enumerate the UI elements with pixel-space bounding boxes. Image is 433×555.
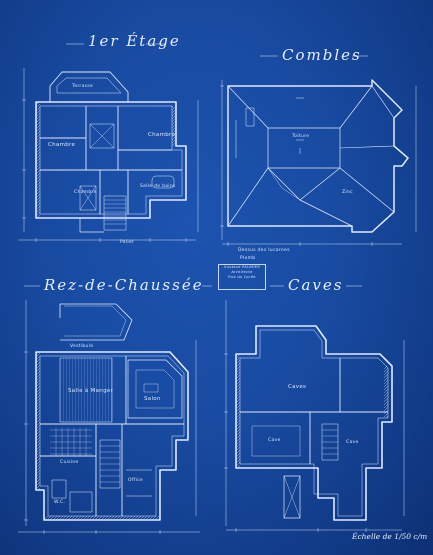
title-flourishes (24, 43, 368, 287)
label-chambre-2: Chambre (148, 132, 176, 138)
label-zinc: Zinc (342, 190, 353, 195)
scale-note: Échelle de 1/50 c/m (352, 532, 428, 541)
plan-premier-etage (18, 68, 199, 242)
label-cave-1: Caves (288, 384, 307, 390)
architect-stamp: Gustave PAUMIER Architecte Rue du Lycée (218, 264, 266, 290)
label-toiture: Toiture (292, 134, 310, 139)
stamp-line-2: Architecte (231, 270, 253, 274)
label-combles-note2: Plomb (240, 256, 256, 261)
label-salon: Salon (144, 396, 161, 402)
title-rez-de-chaussee: Rez-de-Chaussée (44, 276, 204, 294)
label-salle-bains: Salle de bains (140, 184, 176, 189)
plan-combles (220, 79, 417, 246)
label-office: Office (128, 478, 144, 483)
label-chambre-3: Chambre (74, 190, 97, 195)
title-combles: Combles (282, 46, 362, 64)
plan-rez-de-chaussee (18, 300, 200, 534)
label-palier: Palier (120, 240, 135, 245)
label-combles-note: Dessus des lucarnes (238, 248, 290, 253)
stamp-line-3: Rue du Lycée (228, 275, 256, 279)
label-salle-a-manger: Salle à Manger (68, 388, 114, 394)
label-vestibule: Vestibule (70, 344, 94, 349)
label-chambre-1: Chambre (48, 142, 76, 148)
label-terrasse: Terrasse (72, 84, 93, 89)
title-premier-etage: 1er Étage (88, 32, 181, 50)
label-cave-3: Cave (346, 440, 359, 445)
title-caves: Caves (288, 276, 344, 294)
stamp-line-1: Gustave PAUMIER (223, 265, 261, 269)
plan-caves (224, 300, 405, 532)
label-wc: W.C. (54, 500, 66, 505)
label-cave-2: Cave (268, 438, 281, 443)
label-cuisine: Cuisine (60, 460, 79, 465)
